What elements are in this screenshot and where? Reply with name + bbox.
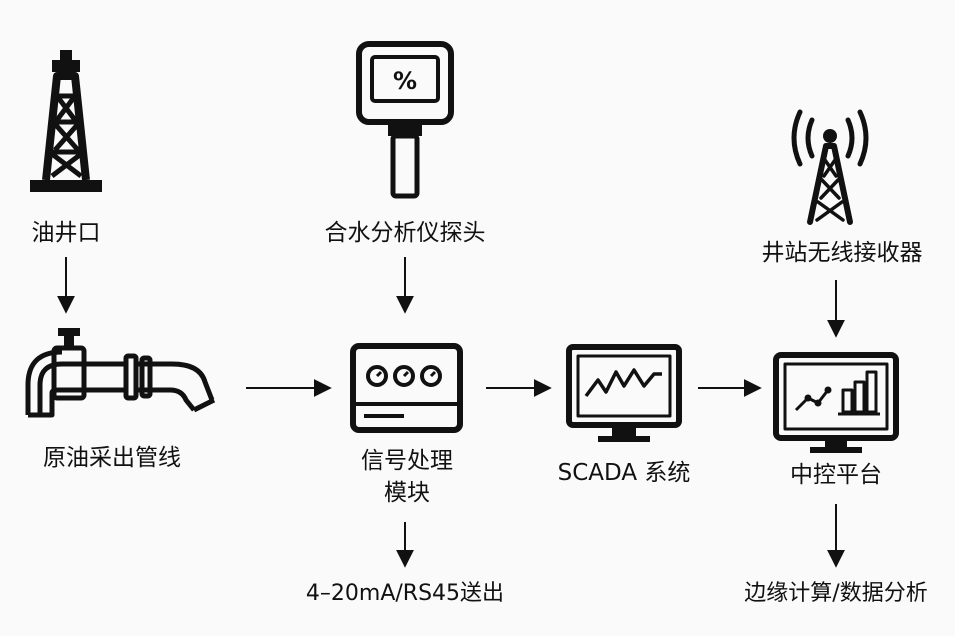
pipeline-label: 原油采出管线 bbox=[43, 445, 181, 471]
control-platform-monitor-icon bbox=[773, 352, 899, 453]
output-signal-label: 4–20mA/RS45送出 bbox=[306, 581, 504, 606]
wireless-receiver-label: 井站无线接收器 bbox=[762, 240, 923, 266]
wireless-tower-icon bbox=[791, 109, 869, 225]
signal-module-icon bbox=[350, 343, 463, 433]
oil-derrick-icon bbox=[30, 50, 102, 192]
wellhead-label: 油井口 bbox=[32, 220, 101, 246]
scada-label: SCADA 系统 bbox=[558, 460, 691, 486]
scada-monitor-icon bbox=[566, 344, 682, 442]
pipeline-valve-icon bbox=[25, 328, 216, 418]
signal-module-label-line2: 模块 bbox=[384, 480, 430, 506]
control-platform-label: 中控平台 bbox=[790, 462, 882, 488]
edge-computing-label: 边缘计算/数据分析 bbox=[744, 581, 927, 606]
water-cut-probe-icon bbox=[356, 41, 454, 199]
probe-display-symbol: % bbox=[393, 67, 417, 95]
water-cut-probe-label: 合水分析仪探头 bbox=[325, 220, 486, 246]
signal-module-label-line1: 信号处理 bbox=[361, 448, 453, 474]
